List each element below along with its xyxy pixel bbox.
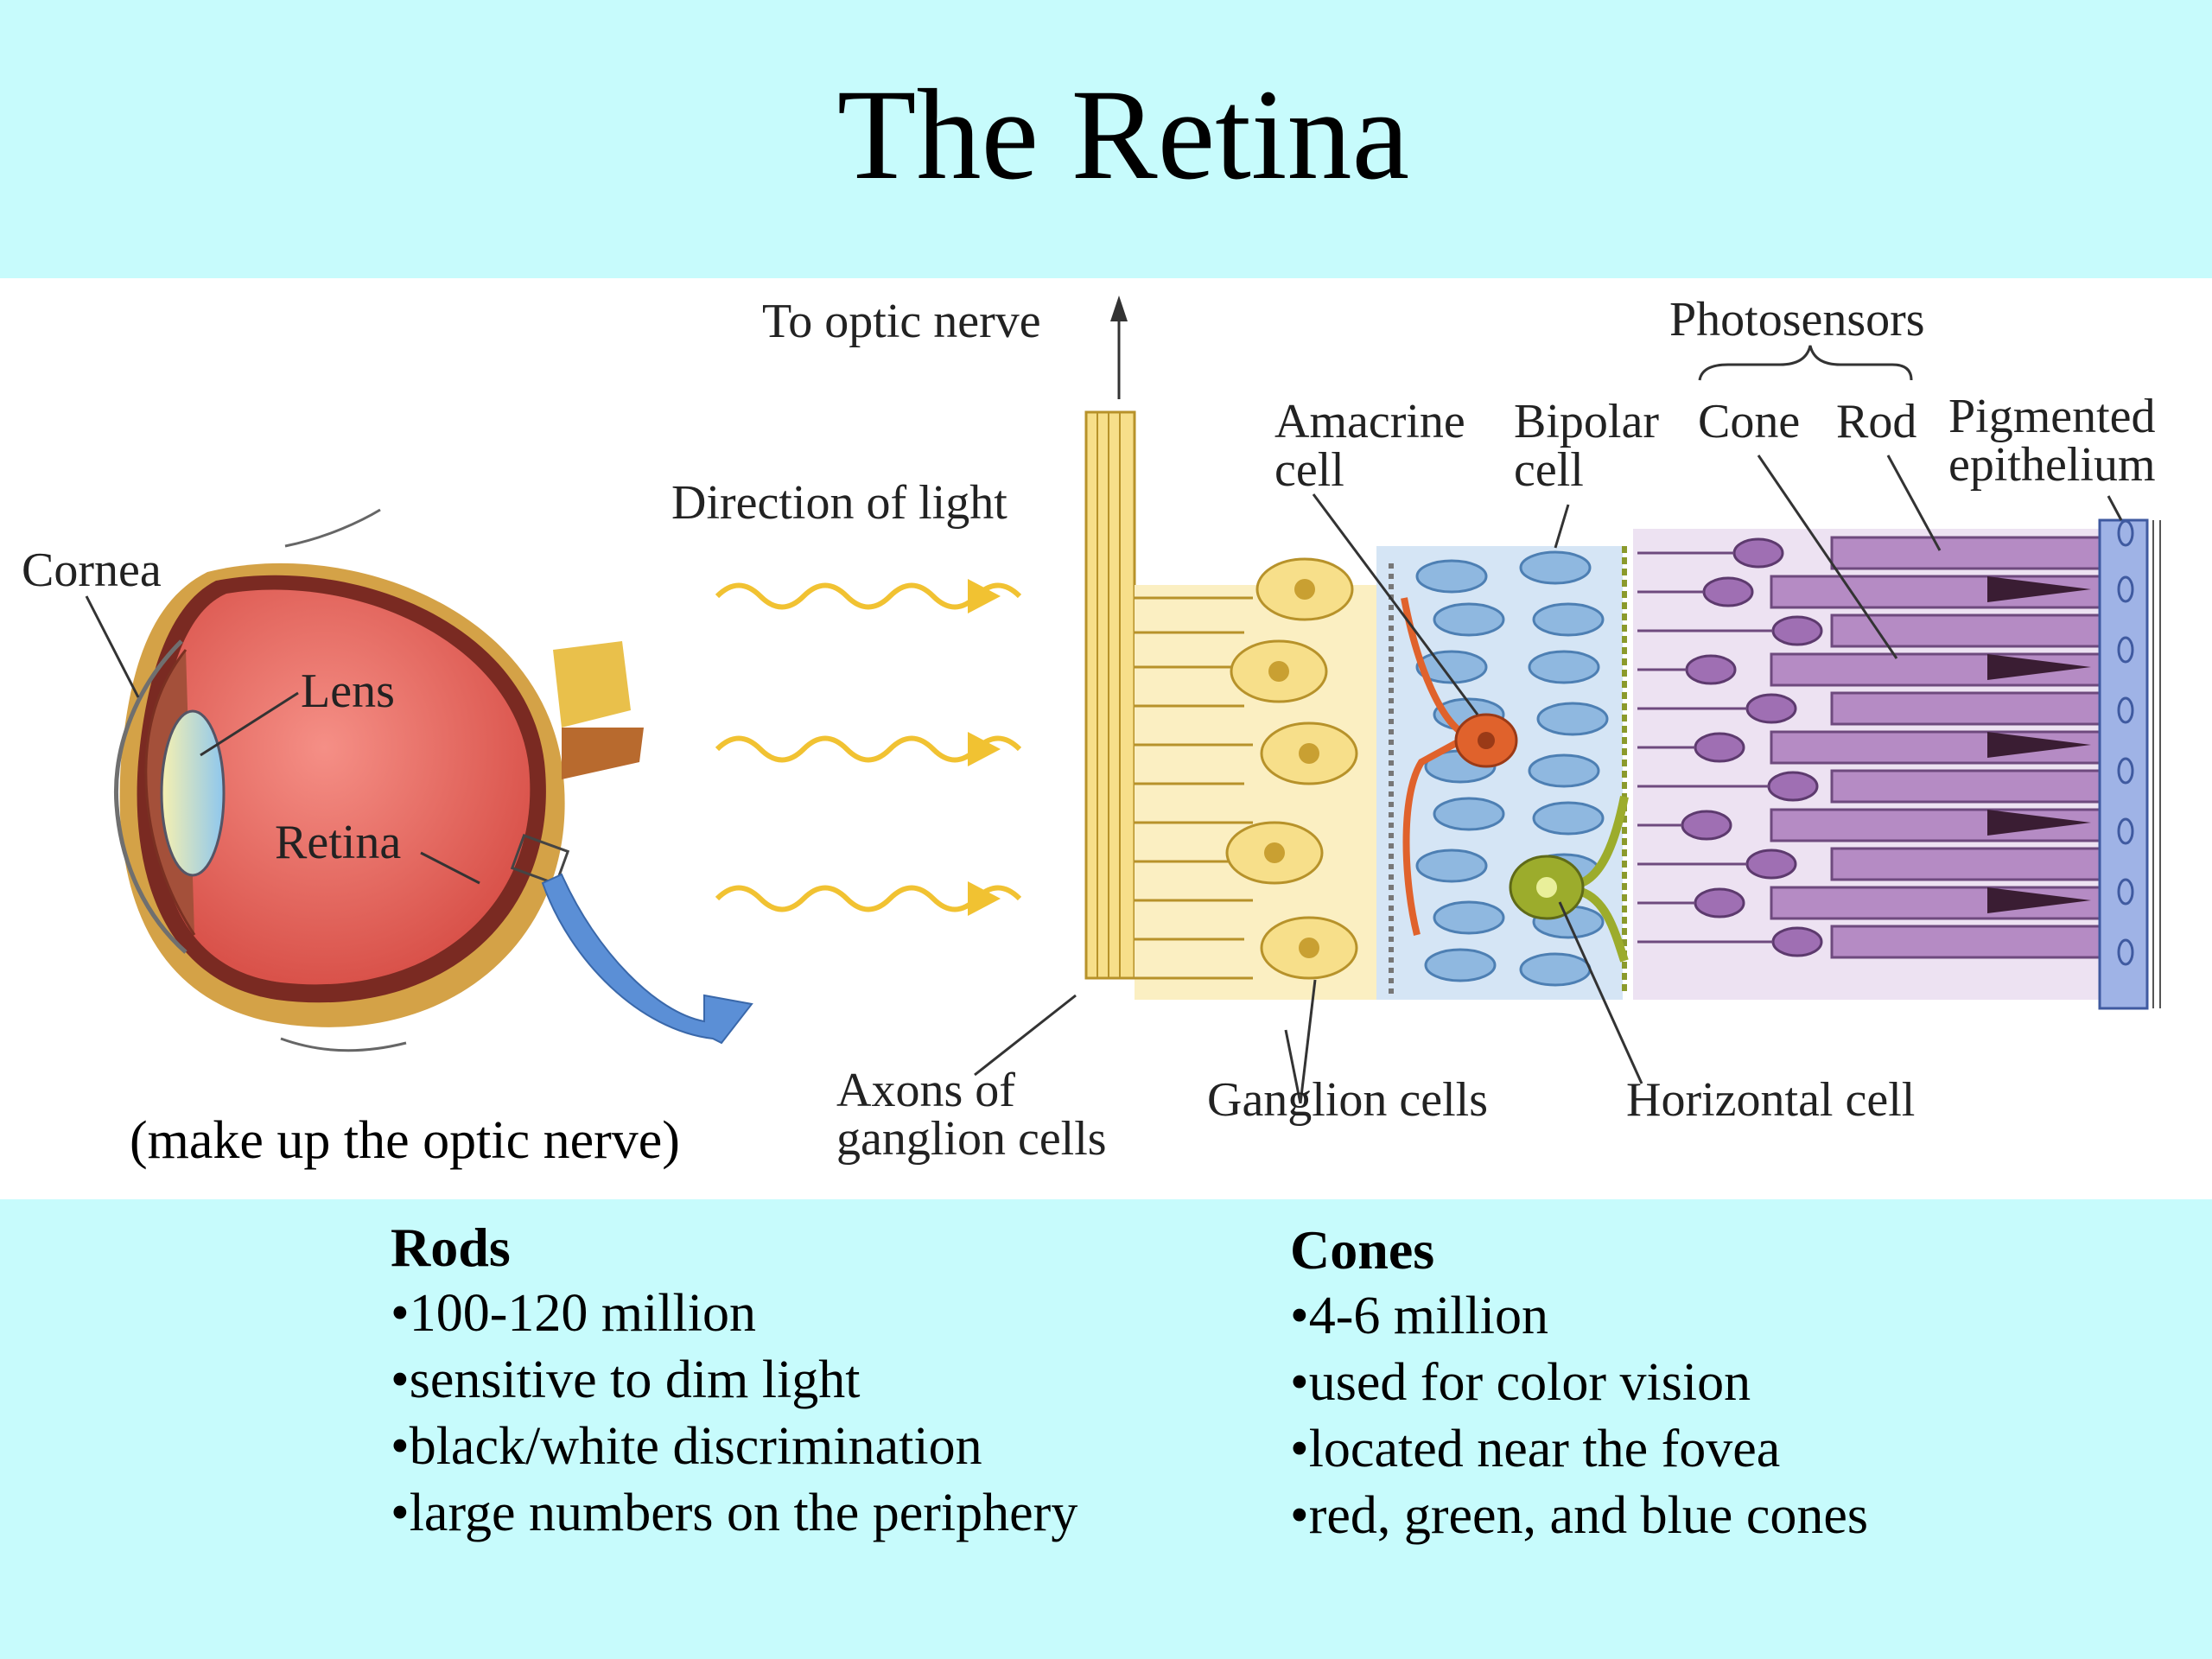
label-direction-of-light: Direction of light	[671, 476, 1007, 530]
slide-title: The Retina	[836, 63, 1410, 207]
axon-bundle	[974, 296, 1136, 1077]
retina-illustration	[85, 296, 2161, 1104]
retina-figure: Cornea Lens Retina To optic nerve Direct…	[0, 278, 2212, 1199]
ganglion-layer	[1135, 557, 1376, 1000]
label-ganglion-cells: Ganglion cells	[1207, 1073, 1489, 1127]
rods-item: •black/white discrimination	[391, 1417, 982, 1476]
label-axons-1: Axons of	[836, 1064, 1015, 1117]
optic-nerve-caption: (make up the optic nerve)	[130, 1111, 680, 1170]
label-cone: Cone	[1698, 395, 1801, 448]
pigmented-epithelium	[2098, 518, 2161, 1010]
leader-lines	[1284, 345, 2123, 1104]
cones-item: •located near the fovea	[1290, 1420, 1781, 1478]
label-retina: Retina	[275, 816, 402, 869]
cones-heading: Cones	[1290, 1219, 1435, 1281]
label-rod: Rod	[1836, 395, 1917, 448]
label-cornea: Cornea	[22, 543, 162, 597]
label-horizontal-cell: Horizontal cell	[1626, 1073, 1916, 1127]
cones-column: Cones •4-6 million •used for color visio…	[1290, 1217, 1868, 1549]
label-amacrine-1: Amacrine	[1274, 395, 1465, 448]
eye-diagram	[85, 508, 753, 1052]
rods-item: •100-120 million	[391, 1284, 756, 1343]
label-pigmented-1: Pigmented	[1948, 390, 2156, 443]
label-photosensors: Photosensors	[1669, 293, 1925, 346]
cones-item: •red, green, and blue cones	[1290, 1486, 1868, 1545]
rods-column: Rods •100-120 million •sensitive to dim …	[391, 1214, 1077, 1547]
label-axons-2: ganglion cells	[836, 1112, 1107, 1166]
label-bipolar-2: cell	[1514, 443, 1584, 497]
photoreceptor-layer	[1633, 529, 2101, 1000]
rods-item: •sensitive to dim light	[391, 1351, 861, 1409]
light-arrowheads	[968, 579, 1001, 916]
cones-item: •4-6 million	[1290, 1287, 1548, 1345]
rods-item: •large numbers on the periphery	[391, 1484, 1078, 1542]
horizontal-cell	[1509, 796, 1629, 963]
label-bipolar-1: Bipolar	[1514, 395, 1659, 448]
rods-heading: Rods	[391, 1217, 511, 1278]
label-pigmented-2: epithelium	[1948, 438, 2156, 492]
label-to-optic-nerve: To optic nerve	[762, 295, 1041, 348]
label-lens: Lens	[301, 664, 395, 718]
label-amacrine-2: cell	[1274, 443, 1344, 497]
cones-item: •used for color vision	[1290, 1353, 1751, 1412]
amacrine-cell	[1401, 597, 1518, 936]
